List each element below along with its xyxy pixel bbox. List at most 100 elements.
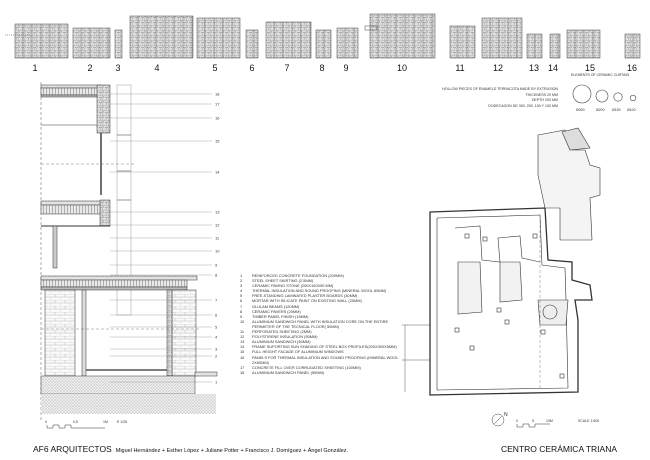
- legend-number: 3: [240, 283, 243, 289]
- legend-number: 4: [240, 288, 243, 294]
- legend-item: 5 FREE-STANDING LAMINATED PLASTER BOARDS …: [240, 293, 410, 298]
- diameter-300: Ø300: [576, 108, 585, 112]
- ceramic-sample-10: [369, 13, 436, 59]
- legend-text: GLULAM BEAMS (120MM): [252, 303, 300, 309]
- legend-item: 13 ALUMINIUM SANDWICH (60MM): [240, 339, 410, 344]
- legend-item: 6 MORTAR WITH SILICATE PAINT ON EXISTING …: [240, 298, 410, 303]
- sample-notch: [364, 25, 378, 31]
- callout-number: 9: [215, 263, 218, 268]
- callout-number: 14: [215, 170, 220, 175]
- legend-text: PANELS FOR THERMAL INSULATION AND SOUND …: [252, 354, 399, 365]
- callout-number: 5: [215, 325, 218, 330]
- legend-text: FULL HEIGHT FACADE OF ALUMINIUM WINDOWS: [252, 349, 344, 355]
- legend-number: 11: [240, 329, 245, 335]
- pieces-note: HOLLOW PIECES OF ENAMELD TERRACOTA MADE …: [442, 87, 558, 108]
- sample-number: 2: [87, 63, 93, 73]
- pieces-note-line: HOLLOW PIECES OF ENAMELD TERRACOTA MADE …: [442, 87, 558, 91]
- callout-number: 13: [215, 210, 220, 215]
- legend-text: FREE-STANDING LAMINATED PLASTER BOARDS (…: [252, 293, 358, 299]
- sample-number: 11: [455, 63, 465, 73]
- legend-number: 7: [240, 303, 243, 309]
- legend-number: 16: [240, 354, 245, 360]
- sample-number: 9: [343, 63, 349, 73]
- plan-scale-tick: 0: [516, 419, 518, 423]
- sample-number: 10: [396, 63, 408, 73]
- plan-column: [469, 345, 475, 351]
- callout-number: 15: [215, 139, 220, 144]
- ceramic-sample-5: [196, 17, 241, 59]
- callout-number: 6: [215, 313, 218, 318]
- legend-text: POLYSTIRENE INSULATION (50MM): [252, 334, 318, 340]
- legend-number: 8: [240, 308, 243, 314]
- callout-number: 10: [215, 249, 220, 254]
- site-plan: [402, 127, 601, 396]
- sample-number: 3: [115, 63, 121, 73]
- callout-number: 3: [215, 347, 218, 352]
- legend-number: 12: [240, 334, 245, 340]
- legend-item: 11 PERFORATED SHEETING (2MM): [240, 329, 410, 334]
- sample-number: 14: [547, 63, 559, 73]
- legend-text: MORTAR WITH SILICATE PAINT ON EXISTING W…: [252, 298, 362, 304]
- diameter-150: Ø150: [612, 108, 621, 112]
- diameter-100: Ø100: [627, 108, 636, 112]
- scale-tick-0: 0: [45, 420, 47, 424]
- callout-number: 8: [215, 273, 218, 278]
- legend-item: 3 CERAMIC PAVING STONE (200X100X50 MM): [240, 283, 410, 288]
- legend-number: 14: [240, 344, 245, 350]
- plan-column: [454, 327, 460, 333]
- legend-item: 7 GLULAM BEAMS (120MM): [240, 304, 410, 309]
- plan-column: [504, 319, 510, 325]
- legend-text: FRAME SUPORTING SUN SHADING OF STEEL BOX…: [252, 344, 397, 350]
- project-title: CENTRO CERÁMICA TRIANA: [501, 444, 618, 454]
- section-scale-bar: 0 0,5 1M E 1/25: [45, 420, 127, 429]
- scale-tick-1m: 1M: [103, 420, 108, 424]
- pieces-note-line: DODECAGON DE 300, 200, 150 Y 100 MM: [488, 104, 558, 108]
- pieces-note-line: THICKNESS 20 MM: [525, 93, 558, 97]
- legend-number: 6: [240, 298, 243, 304]
- legend-text: CERAMIC PAVING STONE (200X100X50 MM): [252, 283, 334, 289]
- legend-number: 5: [240, 293, 243, 299]
- firm-name: AF6 ARQUITECTOS: [33, 444, 112, 454]
- legend-item: 12 POLYSTIRENE INSULATION (50MM): [240, 334, 410, 339]
- legend-text: ALUMINIUM SANDWICH (60MM): [252, 339, 311, 345]
- legend-text: CONCRETE FILL OVER CORRUGATED SHEETING (…: [252, 364, 361, 370]
- authors: Miguel Hernández + Esther López + Julian…: [115, 448, 349, 454]
- callout-number: 16: [215, 116, 220, 121]
- ceramic-sample-12: [481, 17, 523, 59]
- ceramic-sample-2: [72, 27, 111, 59]
- legend-text: STEEL SHEET SKIRTING (2.5MM): [252, 278, 314, 284]
- ceramic-sample-15: [566, 29, 601, 59]
- sample-number: 16: [626, 63, 638, 73]
- sample-number: 7: [284, 63, 290, 73]
- legend-number: 13: [240, 339, 245, 345]
- legend-item: 1 REINFORCED CONCRETE FOUNDATION (200MM): [240, 273, 410, 278]
- callout-number: 1: [215, 380, 218, 385]
- ceramic-sample-13: [526, 33, 543, 59]
- legend-text: PERFORATED SHEETING (2MM): [252, 329, 312, 335]
- ceramic-sample-14: [549, 33, 561, 59]
- legend-number: 9: [240, 313, 243, 319]
- legend-number: 10: [240, 318, 245, 324]
- plan-scale-tick: 5: [532, 419, 534, 423]
- ceramic-samples: [5, 13, 641, 59]
- ceramic-sample-11: [449, 25, 476, 59]
- ceramic-sample-6: [245, 29, 259, 59]
- diameter-200: Ø200: [596, 108, 605, 112]
- legend-item: 16 PANELS FOR THERMAL INSULATION AND SOUN…: [240, 355, 410, 365]
- plan-columns: [454, 233, 565, 379]
- ceramic-sample-4: [129, 15, 194, 59]
- legend-item: 14 FRAME SUPORTING SUN SHADING OF STEEL B…: [240, 344, 410, 349]
- legend-number: 1: [240, 273, 243, 278]
- legend-text: ALUMINIUM SANDWICH PANEL (50MM): [252, 369, 324, 375]
- plan-column: [540, 329, 546, 335]
- legend-number: 15: [240, 349, 245, 355]
- legend-text: REINFORCED CONCRETE FOUNDATION (200MM): [252, 273, 344, 278]
